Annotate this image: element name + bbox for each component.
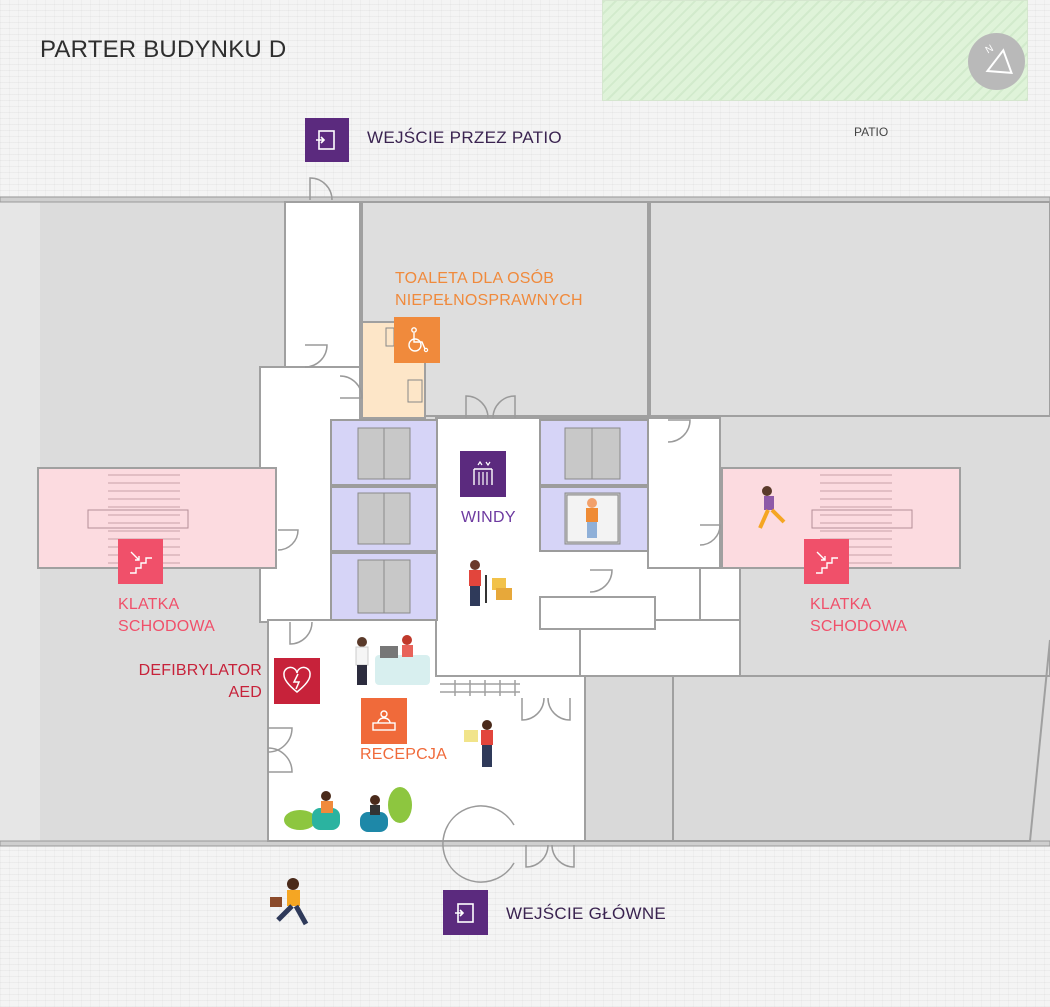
stairs-right-label: KLATKA SCHODOWA: [810, 594, 907, 638]
aed-label-line1: DEFIBRYLATOR: [138, 662, 262, 679]
door-enter-icon[interactable]: [443, 890, 488, 935]
illustration-people: [270, 486, 786, 926]
stairs-left-line2: SCHODOWA: [118, 618, 216, 635]
stairs-icon[interactable]: [804, 539, 849, 584]
compass-icon: N: [968, 33, 1025, 90]
aed-label-line2: AED: [228, 684, 262, 701]
stairs-right-line1: KLATKA: [810, 596, 872, 613]
stairs-left-label: KLATKA SCHODOWA: [118, 594, 215, 638]
aed-label: DEFIBRYLATOR AED: [120, 660, 262, 704]
elevator-icon[interactable]: [460, 451, 506, 497]
toilet-label: TOALETA DLA OSÓB NIEPEŁNOSPRAWNYCH: [395, 268, 583, 312]
doors: [267, 177, 721, 883]
toilet-label-line2: NIEPEŁNOSPRAWNYCH: [395, 292, 583, 309]
wheelchair-icon[interactable]: [394, 317, 440, 363]
stairs-right-line2: SCHODOWA: [810, 618, 908, 635]
elevators-label: WINDY: [461, 509, 516, 526]
reception-label: RECEPCJA: [360, 746, 447, 763]
stairs-left-line1: KLATKA: [118, 596, 180, 613]
door-enter-icon[interactable]: [305, 118, 349, 162]
stairs-icon[interactable]: [118, 539, 163, 584]
heart-defibrillator-icon[interactable]: [274, 658, 320, 704]
patio-lawn: [602, 0, 1028, 101]
main-entrance-label: WEJŚCIE GŁÓWNE: [506, 904, 667, 923]
page-title: PARTER BUDYNKU D: [40, 36, 287, 63]
compass-letter: N: [984, 43, 996, 56]
patio-label: PATIO: [854, 125, 889, 139]
toilet-label-line1: TOALETA DLA OSÓB: [395, 270, 555, 287]
patio-entrance-label: WEJŚCIE PRZEZ PATIO: [367, 128, 562, 147]
reception-desk-icon[interactable]: [361, 698, 407, 744]
